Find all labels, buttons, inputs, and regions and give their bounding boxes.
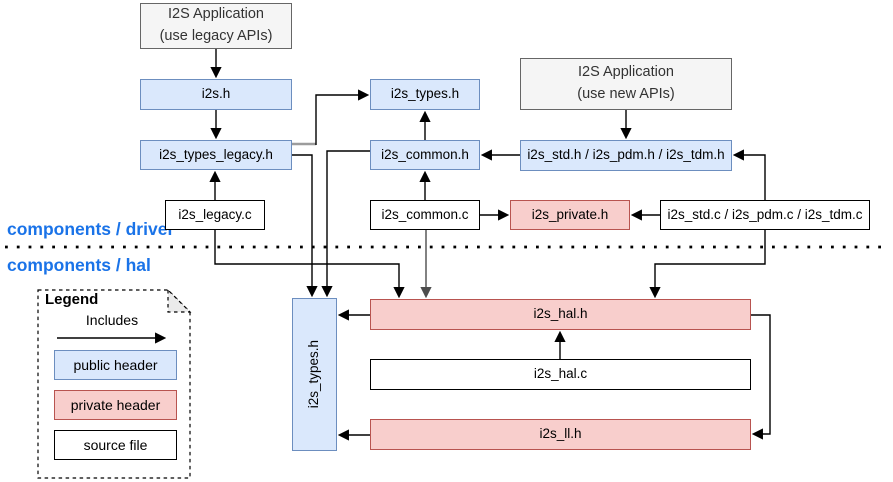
edge-i2s-std-c-to-i2s-hal-h: [649, 230, 766, 299]
node-i2s-types-h-hal: i2s_types.h: [292, 298, 337, 451]
legend-item-public-header: public header: [54, 350, 177, 380]
node-i2s-legacy-c: i2s_legacy.c: [165, 200, 265, 230]
node-i2s-types-legacy-h: i2s_types_legacy.h: [140, 140, 292, 170]
edge-i2s-hal-h-to-i2s-ll-h: [751, 314, 771, 440]
edge-i2s-common-h-to-hal-types: [321, 150, 370, 298]
edge-i2s-types-legacy-h-to-hal-types: [292, 154, 318, 298]
node-i2s-types-h: i2s_types.h: [370, 79, 480, 110]
app-new-line1: I2S Application: [578, 64, 674, 81]
edge-i2s-legacy-c-to-i2s-hal-h: [214, 230, 405, 299]
edge-i2s-types-legacy-h-to-i2s-types-h: [315, 89, 370, 145]
app-new-line2: (use new APIs): [577, 86, 675, 102]
node-i2s-private-h: i2s_private.h: [510, 200, 630, 230]
zone-label-hal: components / hal: [7, 255, 151, 275]
i2s-types-h-hal-label: i2s_types.h: [306, 340, 322, 409]
legend-includes-label: Includes: [85, 312, 139, 328]
node-i2s-hal-c: i2s_hal.c: [370, 359, 751, 390]
node-i2s-ll-h: i2s_ll.h: [370, 419, 751, 450]
legend-item-source-file: source file: [54, 430, 177, 460]
edge-i2s-std-c-to-i2s-std-h: [732, 149, 766, 200]
node-app-new: I2S Application (use new APIs): [520, 58, 732, 110]
app-legacy-line1: I2S Application: [168, 6, 264, 23]
node-i2s-hal-h: i2s_hal.h: [370, 299, 751, 330]
legend-fold-corner: [167, 288, 192, 313]
node-i2s-std-pdm-tdm-h: i2s_std.h / i2s_pdm.h / i2s_tdm.h: [520, 140, 732, 171]
node-i2s-std-pdm-tdm-c: i2s_std.c / i2s_pdm.c / i2s_tdm.c: [660, 200, 870, 230]
node-app-legacy: I2S Application (use legacy APIs): [140, 3, 292, 49]
node-i2s-common-c: i2s_common.c: [370, 200, 480, 230]
legend-item-private-header: private header: [54, 390, 177, 420]
legend-title: Legend: [45, 291, 99, 308]
node-i2s-h: i2s.h: [140, 79, 292, 110]
node-i2s-common-h: i2s_common.h: [370, 140, 480, 170]
app-legacy-line2: (use legacy APIs): [159, 28, 273, 44]
legend-border: [37, 289, 191, 479]
zone-label-driver: components / driver: [7, 219, 175, 239]
